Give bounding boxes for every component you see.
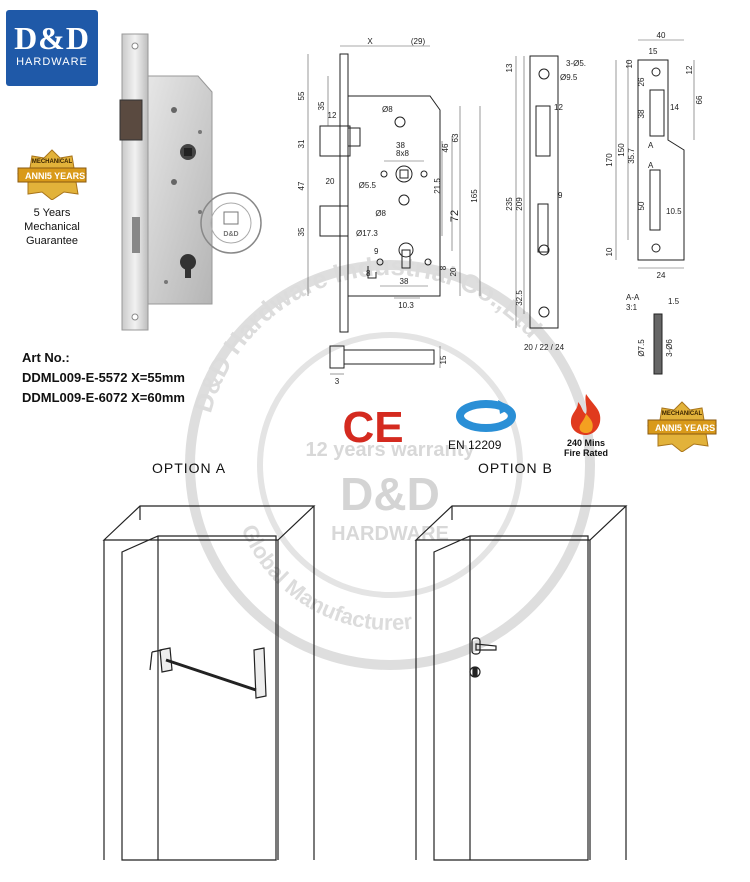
svg-text:13: 13: [505, 63, 514, 72]
svg-text:170: 170: [605, 153, 614, 167]
fire-icon: [570, 394, 601, 435]
brand-logo: D&D HARDWARE: [6, 10, 98, 86]
en-cycle-icon: [456, 400, 516, 432]
art-line-2: DDML009-E-6072 X=60mm: [22, 390, 185, 405]
front-view-drawing: X (29) 55 35 12 31 47 20 35 Ø8 38 8x8 Ø5…: [297, 37, 481, 333]
svg-text:3: 3: [335, 377, 340, 386]
art-label: Art No.:: [22, 350, 70, 365]
svg-text:35: 35: [317, 101, 326, 110]
svg-text:A-A: A-A: [626, 293, 640, 302]
option-b-label: OPTION B: [478, 460, 553, 476]
door-option-a: [102, 505, 316, 861]
svg-text:150: 150: [617, 143, 626, 157]
svg-text:Ø9.5: Ø9.5: [560, 73, 578, 82]
company-stamp-icon: D&D: [200, 192, 262, 254]
svg-text:A: A: [648, 161, 654, 170]
svg-text:31: 31: [297, 139, 306, 148]
svg-text:D&D: D&D: [223, 231, 238, 238]
svg-text:12: 12: [685, 65, 694, 74]
svg-text:CE: CE: [342, 403, 403, 450]
svg-text:20: 20: [449, 267, 458, 276]
lock-product-photo: [119, 33, 213, 331]
svg-text:55: 55: [297, 91, 306, 100]
guarantee-text: 5 Years Mechanical Guarantee: [24, 207, 80, 247]
svg-text:38: 38: [396, 141, 405, 150]
svg-text:Ø8: Ø8: [375, 209, 386, 218]
svg-text:72: 72: [449, 210, 461, 222]
svg-text:66: 66: [695, 95, 704, 104]
anni-badge: MECHANICAL ANNI 5 YEARS: [17, 149, 87, 200]
watermark-middle: 12 years warranty: [305, 439, 475, 461]
svg-text:15: 15: [439, 355, 448, 364]
svg-text:Ø17.3: Ø17.3: [356, 229, 378, 238]
en-12209-label: EN 12209: [448, 438, 502, 452]
svg-text:10: 10: [605, 247, 614, 256]
svg-text:8x8: 8x8: [396, 149, 409, 158]
svg-text:(29): (29): [411, 37, 426, 46]
svg-text:165: 165: [470, 189, 479, 203]
svg-text:3-Ø6: 3-Ø6: [665, 339, 674, 357]
svg-text:Ø7.5: Ø7.5: [637, 339, 646, 357]
svg-text:26: 26: [637, 77, 646, 86]
svg-text:ANNI: ANNI: [25, 171, 47, 181]
watermark-brand: D&D: [340, 468, 440, 520]
svg-text:47: 47: [297, 181, 306, 190]
strike-plate-drawing: 40 15 10 12 26 38 14 66 170 150 35.7 A A…: [605, 31, 704, 280]
svg-text:MECHANICAL: MECHANICAL: [32, 159, 73, 165]
svg-text:14: 14: [670, 103, 679, 112]
svg-text:40: 40: [657, 31, 666, 40]
lever-handle-icon: [469, 637, 497, 678]
svg-text:9: 9: [374, 247, 379, 256]
svg-text:21.5: 21.5: [433, 178, 442, 194]
svg-text:X: X: [367, 37, 373, 46]
svg-text:A: A: [648, 141, 654, 150]
art-line-1: DDML009-E-5572 X=55mm: [22, 370, 185, 385]
svg-text:32.5: 32.5: [515, 290, 524, 306]
svg-text:63: 63: [451, 133, 460, 142]
svg-text:50: 50: [637, 201, 646, 210]
fire-rated-label: 240 Mins Fire Rated: [563, 438, 608, 458]
svg-text:235: 235: [505, 197, 514, 211]
svg-text:10.3: 10.3: [398, 301, 414, 310]
svg-text:20: 20: [326, 177, 335, 186]
brand-name: D&D: [14, 20, 90, 56]
svg-text:3:1: 3:1: [626, 303, 638, 312]
svg-text:209: 209: [515, 197, 524, 211]
door-option-b: [414, 505, 628, 861]
brand-subtitle: HARDWARE: [16, 56, 88, 68]
svg-text:46: 46: [441, 143, 450, 152]
svg-text:Ø5.5: Ø5.5: [359, 181, 377, 190]
svg-text:8: 8: [439, 265, 448, 270]
svg-text:20 / 22 / 24: 20 / 22 / 24: [524, 343, 565, 352]
svg-text:38: 38: [637, 109, 646, 118]
svg-text:10.5: 10.5: [666, 207, 682, 216]
svg-text:10: 10: [625, 59, 634, 68]
svg-text:ANNI: ANNI: [655, 423, 677, 433]
svg-text:5 YEARS: 5 YEARS: [677, 423, 715, 433]
svg-text:8: 8: [366, 269, 371, 278]
bolt-detail-drawing: 3 15: [329, 345, 448, 386]
svg-text:3-Ø5.5: 3-Ø5.5: [566, 59, 586, 68]
faceplate-drawing: 3-Ø5.5 Ø9.5 13 12 235 209 9 32.5 20 / 22…: [505, 55, 586, 352]
svg-text:35.7: 35.7: [627, 148, 636, 164]
section-aa-drawing: A-A 3:1 1.5 Ø7.5 3-Ø6: [626, 293, 680, 375]
anni-badge-right: MECHANICAL ANNI 5 YEARS: [647, 401, 717, 452]
svg-text:12: 12: [328, 111, 337, 120]
ce-mark-icon: CE: [342, 403, 403, 450]
svg-text:24: 24: [657, 271, 666, 280]
svg-text:12: 12: [554, 103, 563, 112]
svg-text:38: 38: [400, 277, 409, 286]
svg-text:5 YEARS: 5 YEARS: [47, 171, 85, 181]
svg-text:Ø8: Ø8: [382, 105, 393, 114]
svg-text:15: 15: [649, 47, 658, 56]
svg-text:35: 35: [297, 227, 306, 236]
svg-text:MECHANICAL: MECHANICAL: [662, 411, 703, 417]
article-numbers: Art No.: DDML009-E-5572 X=55mm DDML009-E…: [22, 348, 185, 408]
svg-text:1.5: 1.5: [668, 297, 680, 306]
option-a-label: OPTION A: [152, 460, 227, 476]
panic-bar-icon: [149, 647, 267, 699]
svg-text:9: 9: [558, 191, 563, 200]
